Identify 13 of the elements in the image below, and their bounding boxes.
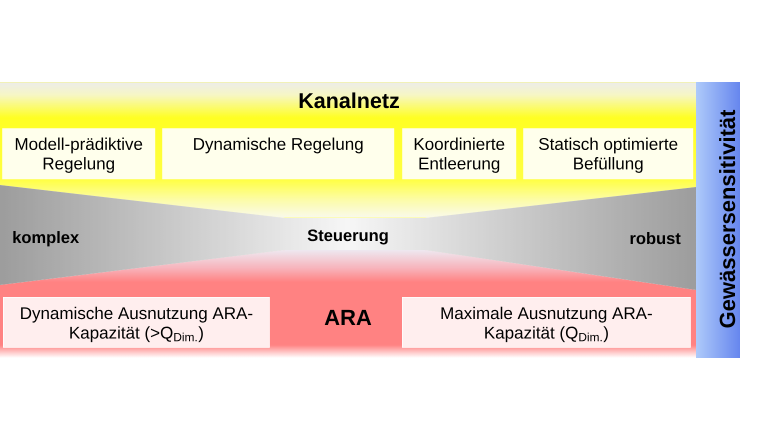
band-heading: Steuerung — [308, 229, 388, 244]
text-box: Modell-prädiktive Regelung — [2, 128, 156, 180]
band-label: robust — [630, 232, 681, 244]
band-label: komplex — [13, 231, 80, 246]
bar-heading: Gewässersensitivität — [719, 110, 736, 328]
text-box: Statisch optimierte Befüllung — [523, 128, 694, 180]
text-box: Dynamische Ausnutzung ARA-Kapazität (>Q$_{Dim.}$) — [3, 297, 270, 348]
text-box: Dynamische Regelung — [162, 128, 394, 180]
text-box: Koordinierte Entleerung — [402, 128, 516, 180]
side-bar — [696, 82, 740, 358]
band-heading: ARA — [324, 310, 372, 325]
text-box: Maximale Ausnutzung ARA-Kapazität (Q$_{Dim.}$) — [402, 297, 691, 348]
band-heading: Kanalnetz — [300, 92, 399, 108]
